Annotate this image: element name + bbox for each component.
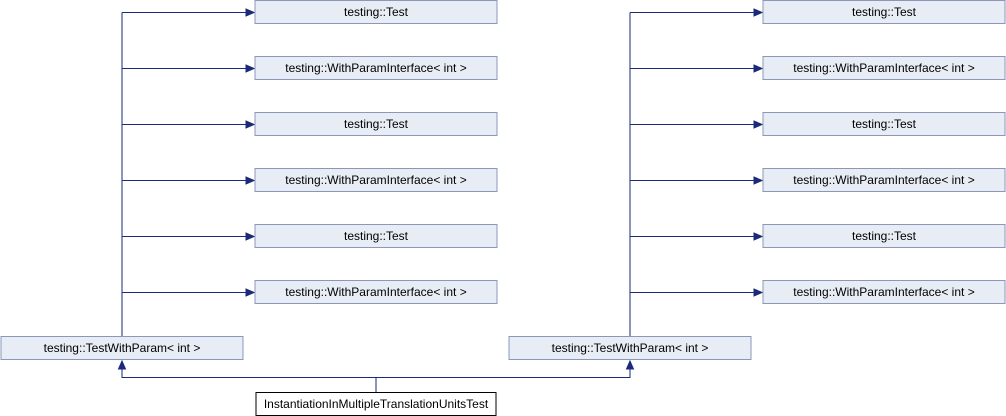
left-base-node-1[interactable]: testing::Test — [254, 0, 498, 24]
right-base-node-6[interactable]: testing::WithParamInterface< int > — [762, 280, 1006, 304]
left-arrowhead-4 — [245, 176, 256, 185]
root-edges — [117, 359, 635, 392]
left-arrowhead-5 — [245, 232, 256, 241]
right-base-node-3-label: testing::Test — [852, 117, 917, 131]
left-parent-node[interactable]: testing::TestWithParam< int > — [0, 336, 244, 360]
right-base-node-1-label: testing::Test — [852, 5, 917, 19]
right-arrowhead-3 — [753, 120, 764, 129]
root-node[interactable]: InstantiationInMultipleTranslationUnitsT… — [255, 392, 497, 416]
right-base-node-2-label: testing::WithParamInterface< int > — [793, 61, 974, 75]
right-base-node-2[interactable]: testing::WithParamInterface< int > — [762, 56, 1006, 80]
right-base-node-6-label: testing::WithParamInterface< int > — [793, 285, 974, 299]
right-parent-node-label: testing::TestWithParam< int > — [552, 341, 709, 355]
right-arrowhead-6 — [753, 288, 764, 297]
right-base-node-4[interactable]: testing::WithParamInterface< int > — [762, 168, 1006, 192]
left-base-node-3-label: testing::Test — [344, 117, 409, 131]
right-arrowhead-4 — [753, 176, 764, 185]
left-base-node-3[interactable]: testing::Test — [254, 112, 498, 136]
left-arrowhead-1 — [245, 8, 256, 17]
right-group-edges — [629, 8, 764, 336]
right-arrowhead-5 — [753, 232, 764, 241]
left-base-node-1-label: testing::Test — [344, 5, 409, 19]
right-base-node-5-label: testing::Test — [852, 229, 917, 243]
root-to-right-parent — [376, 364, 631, 378]
right-parent-node[interactable]: testing::TestWithParam< int > — [508, 336, 752, 360]
left-arrowhead-3 — [245, 120, 256, 129]
left-base-node-5[interactable]: testing::Test — [254, 224, 498, 248]
right-arrowhead-1 — [753, 8, 764, 17]
left-parent-arrowhead — [117, 359, 127, 370]
left-base-node-4-label: testing::WithParamInterface< int > — [285, 173, 466, 187]
root-node-label: InstantiationInMultipleTranslationUnitsT… — [264, 397, 489, 411]
left-group-edges — [121, 8, 256, 336]
left-base-node-4[interactable]: testing::WithParamInterface< int > — [254, 168, 498, 192]
right-base-node-5[interactable]: testing::Test — [762, 224, 1006, 248]
left-parent-node-label: testing::TestWithParam< int > — [44, 341, 201, 355]
root-to-parents-connector — [121, 364, 377, 392]
left-base-node-6[interactable]: testing::WithParamInterface< int > — [254, 280, 498, 304]
right-arrowhead-2 — [753, 64, 764, 73]
right-parent-arrowhead — [625, 359, 635, 370]
right-base-node-3[interactable]: testing::Test — [762, 112, 1006, 136]
left-base-node-2[interactable]: testing::WithParamInterface< int > — [254, 56, 498, 80]
right-base-node-4-label: testing::WithParamInterface< int > — [793, 173, 974, 187]
right-base-node-1[interactable]: testing::Test — [762, 0, 1006, 24]
left-base-node-2-label: testing::WithParamInterface< int > — [285, 61, 466, 75]
left-base-node-5-label: testing::Test — [344, 229, 409, 243]
left-arrowhead-6 — [245, 288, 256, 297]
left-arrowhead-2 — [245, 64, 256, 73]
left-base-node-6-label: testing::WithParamInterface< int > — [285, 285, 466, 299]
